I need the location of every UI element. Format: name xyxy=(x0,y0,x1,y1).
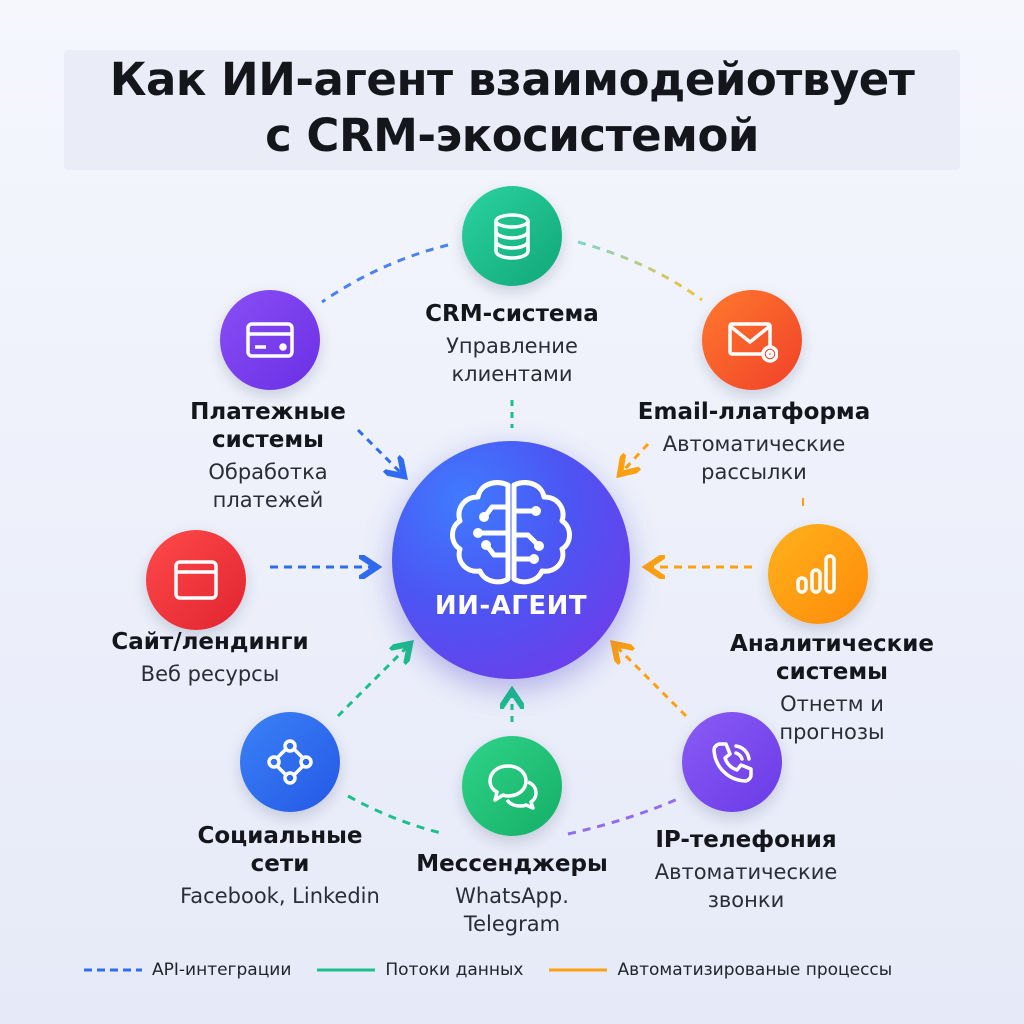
email-desc-2: рассылки xyxy=(701,460,807,484)
payments-name-2: системы xyxy=(212,427,324,453)
email-desc-1: Автоматические xyxy=(662,432,846,456)
legend-dashed-line-icon xyxy=(84,968,142,972)
messengers-desc-2: Telegram xyxy=(463,912,561,936)
telephony-desc-1: Автоматические xyxy=(654,860,838,884)
envelope-icon xyxy=(728,322,778,363)
legend-solid-line-icon xyxy=(317,968,376,972)
analytics-label: Аналитические системы Отнетм и прогнозы xyxy=(712,630,952,746)
browser-window-icon xyxy=(174,560,218,600)
page-title: Как ИИ-агент взаимодейотвует с CRM-экоси… xyxy=(0,52,1024,164)
legend-item-api: API-интеграции xyxy=(84,960,291,980)
title-line-2: с CRM-экосистемой xyxy=(265,109,759,162)
social-label: Социальные сети Facebook, Linkedin xyxy=(150,822,410,910)
payments-label: Платежные системы Обработка платежей xyxy=(148,398,388,514)
email-node[interactable] xyxy=(702,290,802,390)
social-desc-1: Facebook, Linkedin xyxy=(180,884,380,908)
email-label: Email-ллатформа Автоматические рассылки xyxy=(634,398,874,486)
crm-node[interactable] xyxy=(462,186,562,286)
credit-card-icon xyxy=(246,322,294,358)
telephony-node[interactable] xyxy=(682,712,782,812)
legend-solid-line-icon xyxy=(549,968,608,972)
messengers-desc-1: WhatsApp. xyxy=(455,884,569,908)
analytics-name-2: системы xyxy=(776,659,888,685)
social-node[interactable] xyxy=(240,712,340,812)
payments-node[interactable] xyxy=(220,290,320,390)
website-label: Сайт/лендинги Веб ресурсы xyxy=(90,628,330,688)
network-icon xyxy=(267,739,313,785)
legend-label-data-flows: Потоки данных xyxy=(385,960,524,980)
crm-desc-2: клиентами xyxy=(451,362,573,386)
chat-bubbles-icon xyxy=(488,764,538,810)
ring-arc-crm-payments xyxy=(321,243,449,304)
ai-agent-hub: ИИ-АГЕИТ xyxy=(392,441,630,679)
ring-arc-social-messengers xyxy=(347,794,446,836)
ring-arc-messengers-telephony xyxy=(567,796,681,836)
analytics-desc-2: прогнозы xyxy=(779,720,885,744)
website-name: Сайт/лендинги xyxy=(111,629,309,655)
title-line-1: Как ИИ-агент взаимодейотвует xyxy=(109,53,915,106)
spoke-telephony xyxy=(616,646,688,718)
ai-agent-label: ИИ-АГЕИТ xyxy=(434,591,588,621)
spoke-payments xyxy=(356,428,402,474)
spoke-social xyxy=(336,646,408,718)
legend-label-api: API-интеграции xyxy=(152,960,292,980)
telephony-name: IP-телефония xyxy=(655,827,837,853)
payments-name-1: Платежные xyxy=(190,399,346,425)
website-desc-1: Веб ресурсы xyxy=(140,662,280,686)
phone-icon xyxy=(712,742,753,783)
telephony-desc-2: звонки xyxy=(707,888,785,912)
payments-desc-2: платежей xyxy=(212,488,324,512)
crm-name: CRM-система xyxy=(425,301,599,327)
legend-item-data-flows: Потоки данных xyxy=(317,960,523,980)
email-name: Email-ллатформа xyxy=(637,399,871,425)
spoke-email xyxy=(622,442,650,472)
payments-desc-1: Обработка xyxy=(208,460,328,484)
crm-label: CRM-система Управление клиентами xyxy=(392,300,632,388)
title-background xyxy=(64,50,960,170)
telephony-label: IP-телефония Автоматические звонки xyxy=(626,826,866,914)
legend: API-интеграции Потоки данных Автоматизир… xyxy=(84,958,964,982)
brain-circuit-icon xyxy=(450,480,572,585)
analytics-name-1: Аналитические xyxy=(730,631,934,657)
analytics-node[interactable] xyxy=(768,524,868,624)
website-node[interactable] xyxy=(146,530,246,630)
crm-desc-1: Управление xyxy=(446,334,578,358)
social-name-2: сети xyxy=(250,851,310,877)
database-icon xyxy=(494,213,530,260)
social-name-1: Социальные xyxy=(197,823,363,849)
legend-item-automation: Автоматизированые процессы xyxy=(549,960,892,980)
legend-label-automation: Автоматизированые процессы xyxy=(617,960,893,980)
ring-arc-crm-email xyxy=(577,240,703,302)
messengers-name: Мессенджеры xyxy=(416,851,608,877)
bar-chart-icon xyxy=(796,554,836,594)
messengers-node[interactable] xyxy=(462,736,562,836)
messengers-label: Мессенджеры WhatsApp. Telegram xyxy=(392,850,632,938)
analytics-desc-1: Отнетм и xyxy=(780,692,884,716)
